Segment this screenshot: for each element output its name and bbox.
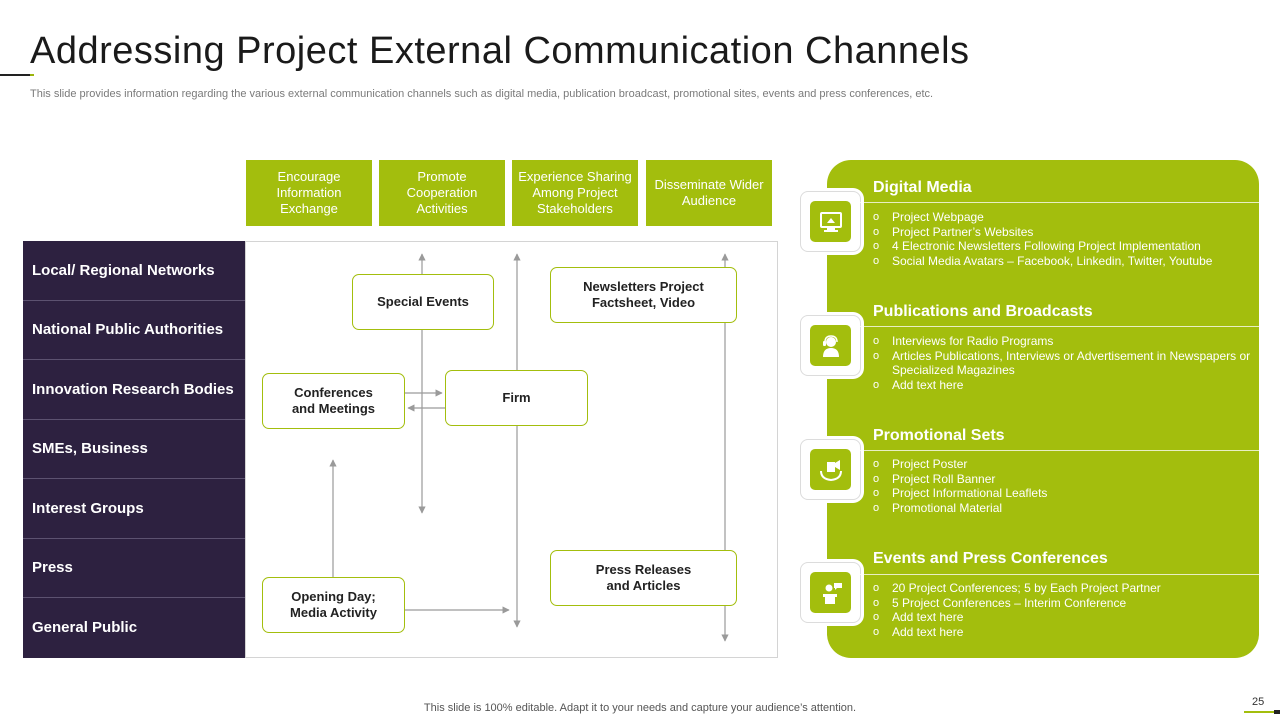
stakeholder-row: General Public: [23, 598, 245, 658]
section-divider: [860, 574, 1259, 575]
list-item: Add text here: [873, 610, 1253, 625]
section-title-promotional: Promotional Sets: [873, 427, 1005, 444]
events-icon-box: [800, 562, 861, 623]
list-item: Project Roll Banner: [873, 472, 1253, 487]
events-list: 20 Project Conferences; 5 by Each Projec…: [873, 581, 1253, 639]
node-press-releases: Press Releases and Articles: [550, 550, 737, 606]
promotional-icon-box: [800, 439, 861, 500]
title-underline-accent: [30, 74, 34, 76]
list-item: 4 Electronic Newsletters Following Proje…: [873, 239, 1253, 254]
section-title-publications: Publications and Broadcasts: [873, 303, 1093, 320]
stakeholder-row: National Public Authorities: [23, 300, 245, 360]
list-item: 20 Project Conferences; 5 by Each Projec…: [873, 581, 1253, 596]
promotional-list: Project Poster Project Roll Banner Proje…: [873, 457, 1253, 515]
slide-subtitle: This slide provides information regardin…: [30, 88, 934, 100]
objective-box-experience: Experience Sharing Among Project Stakeho…: [512, 160, 638, 226]
objective-box-disseminate: Disseminate Wider Audience: [646, 160, 772, 226]
node-conferences: Conferences and Meetings: [262, 373, 405, 429]
list-item: Articles Publications, Interviews or Adv…: [873, 349, 1253, 378]
stakeholder-list: Local/ Regional Networks National Public…: [23, 241, 245, 658]
section-divider: [860, 202, 1259, 203]
broadcaster-icon: [822, 334, 839, 357]
flow-diagram-frame: [245, 241, 778, 658]
publications-list: Interviews for Radio Programs Articles P…: [873, 334, 1253, 392]
list-item: Project Informational Leaflets: [873, 486, 1253, 501]
promotion-icon: [819, 459, 842, 481]
section-divider: [860, 326, 1259, 327]
node-firm: Firm: [445, 370, 588, 426]
list-item: Add text here: [873, 378, 1253, 393]
digital-media-icon-box: [800, 191, 861, 252]
list-item: 5 Project Conferences – Interim Conferen…: [873, 596, 1253, 611]
list-item: Project Partner’s Websites: [873, 225, 1253, 240]
list-item: Interviews for Radio Programs: [873, 334, 1253, 349]
title-underline: [0, 74, 34, 76]
publications-icon-box: [800, 315, 861, 376]
page-number-underline: [1244, 711, 1280, 713]
list-item: Add text here: [873, 625, 1253, 640]
page-number-underline-accent: [1274, 710, 1280, 714]
list-item: Social Media Avatars – Facebook, Linkedi…: [873, 254, 1253, 269]
node-opening-day: Opening Day; Media Activity: [262, 577, 405, 633]
objective-box-promote: Promote Cooperation Activities: [379, 160, 505, 226]
list-item: Project Webpage: [873, 210, 1253, 225]
website-icon: [819, 211, 842, 232]
node-special-events: Special Events: [352, 274, 494, 330]
section-divider: [860, 450, 1259, 451]
stakeholder-row: Local/ Regional Networks: [23, 241, 245, 301]
page-number: 25: [1252, 696, 1265, 708]
digital-media-list: Project Webpage Project Partner’s Websit…: [873, 210, 1253, 268]
section-title-events: Events and Press Conferences: [873, 550, 1108, 567]
objective-box-encourage: Encourage Information Exchange: [246, 160, 372, 226]
list-item: Promotional Material: [873, 501, 1253, 516]
node-newsletters: Newsletters Project Factsheet, Video: [550, 267, 737, 323]
stakeholder-row: Innovation Research Bodies: [23, 360, 245, 420]
list-item: Project Poster: [873, 457, 1253, 472]
speaker-podium-icon: [822, 582, 842, 604]
slide-title: Addressing Project External Communicatio…: [30, 30, 970, 72]
section-title-digital-media: Digital Media: [873, 179, 972, 196]
stakeholder-row: SMEs, Business: [23, 419, 245, 479]
slide-footer: This slide is 100% editable. Adapt it to…: [423, 702, 857, 714]
stakeholder-row: Interest Groups: [23, 479, 245, 539]
stakeholder-row: Press: [23, 538, 245, 598]
